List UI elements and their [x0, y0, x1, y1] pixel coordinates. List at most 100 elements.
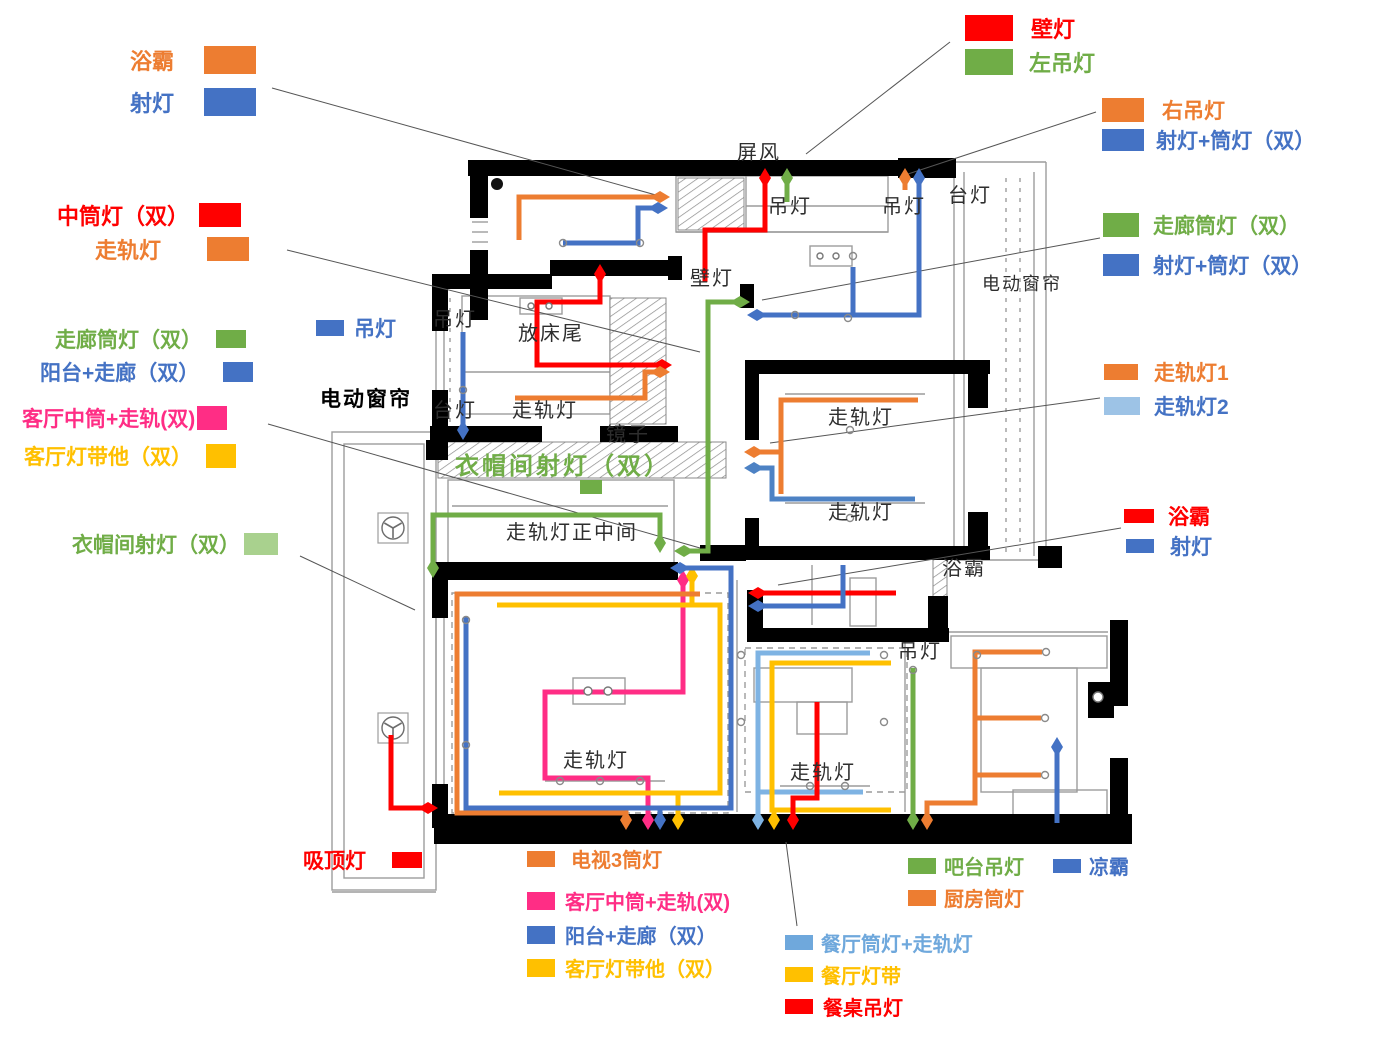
wire-run — [924, 649, 1042, 820]
wire-endpoint-diamond — [594, 264, 606, 284]
leader-line — [761, 237, 1101, 301]
switch-contact-dot — [603, 686, 613, 696]
junction-dot — [555, 776, 565, 786]
wire-endpoint-diamond — [748, 587, 768, 599]
leader-line — [271, 87, 664, 198]
legend-label: 浴霸 — [1168, 506, 1210, 529]
wire-endpoint-diamond — [787, 810, 799, 830]
junction-dot — [972, 650, 982, 660]
wire-run — [662, 565, 734, 811]
wall-segment — [1110, 758, 1128, 830]
switch-contact-dot — [1092, 691, 1104, 703]
leader-line — [769, 397, 1101, 444]
legend-color-swatch — [207, 237, 250, 261]
legend-label: 射灯 — [1170, 536, 1212, 559]
legend-label: 射灯+筒灯（双） — [1156, 130, 1316, 153]
wire-run — [754, 465, 915, 502]
hatched-cabinet — [437, 441, 727, 479]
wall-segment — [432, 274, 552, 289]
legend-label: 餐厅灯带 — [821, 966, 901, 988]
junction-dot — [736, 650, 746, 660]
legend-item: 浴霸 — [1124, 501, 1210, 531]
wire-endpoint-diamond — [427, 558, 439, 578]
room-label: 电动窗帘 — [320, 388, 412, 411]
legend-color-swatch — [527, 958, 555, 977]
legend-label: 左吊灯 — [1029, 51, 1096, 76]
wire-endpoint-diamond — [768, 810, 780, 830]
legend-color-swatch — [392, 852, 422, 868]
wire-run — [463, 617, 663, 820]
legend-item: 吸顶灯 — [303, 845, 422, 875]
wire-endpoint-diamond — [907, 810, 919, 830]
furniture-outline — [796, 701, 848, 735]
legend-color-swatch — [1103, 254, 1139, 276]
room-label: 台灯 — [433, 400, 477, 422]
junction-dot — [595, 776, 605, 786]
hatched-cabinet — [609, 297, 667, 425]
switch-contact-dot — [527, 302, 535, 310]
legend-item: 射灯 — [130, 86, 257, 118]
hatched-fixtures — [377, 177, 948, 744]
room-label: 吊灯 — [898, 641, 942, 663]
wire-endpoint-diamond — [899, 168, 911, 188]
legend-color-swatch — [204, 46, 257, 74]
legend-label: 右吊灯 — [1162, 100, 1225, 123]
furniture-outline — [849, 577, 877, 627]
wire-endpoint-diamond — [921, 810, 933, 830]
junction-dot — [1040, 770, 1050, 780]
wire-run — [758, 565, 846, 609]
legend-label: 客厅中筒+走轨(双) — [22, 408, 196, 431]
junction-dot — [908, 665, 918, 675]
legend-color-swatch — [785, 967, 813, 982]
wire-endpoint-diamond — [686, 566, 698, 586]
legend-color-swatch — [1126, 539, 1154, 553]
legend-label: 吧台吊灯 — [944, 857, 1024, 879]
ceiling-fan-icon — [377, 512, 409, 544]
junction-dot — [461, 615, 471, 625]
legend-color-swatch — [1104, 397, 1140, 415]
junction-dot — [879, 650, 889, 660]
furniture-outline — [343, 443, 425, 879]
wire-run — [702, 178, 768, 282]
wall-segment — [432, 562, 448, 618]
room-label: 走轨灯 — [512, 400, 578, 422]
legend-item: 射灯+筒灯（双） — [1103, 250, 1312, 280]
wire-run — [388, 735, 428, 811]
legend-label: 客厅中筒+走轨(双) — [565, 892, 730, 914]
legend-item: 阳台+走廊（双） — [527, 920, 717, 949]
legend-item: 客厅中筒+走轨(双) — [22, 403, 228, 433]
room-label: 吊灯 — [882, 196, 926, 218]
wall-segment — [430, 426, 542, 442]
wall-segment — [1038, 546, 1062, 568]
room-label: 走轨灯 — [790, 762, 856, 784]
legend-color-swatch — [527, 891, 555, 910]
wire-run — [684, 299, 740, 554]
legend-color-swatch — [199, 203, 242, 227]
legend-label: 衣帽间射灯（双） — [72, 534, 240, 557]
legend-label: 餐厅筒灯+走轨灯 — [821, 934, 973, 956]
wire-run — [563, 205, 658, 246]
wire-endpoint-diamond — [654, 533, 666, 553]
leader-line — [286, 249, 701, 353]
wire-endpoint-diamond — [418, 802, 438, 814]
wire-run — [497, 602, 723, 796]
room-label: 吊灯 — [768, 196, 812, 218]
legend-label: 电视3筒灯 — [571, 850, 663, 872]
legend-item: 餐厅灯带 — [785, 960, 901, 989]
wardrobe-spotlight-marker — [580, 480, 602, 494]
wire-endpoint-diamond — [457, 420, 469, 440]
legend-item: 走轨灯2 — [1104, 391, 1229, 421]
junction-dot — [461, 740, 471, 750]
wall-segment — [432, 289, 448, 331]
wire-endpoint-diamond — [759, 168, 771, 188]
leader-line — [907, 111, 1097, 175]
wire-endpoint-diamond — [677, 570, 689, 590]
junction-dot — [458, 385, 468, 395]
wire-endpoint-diamond — [620, 810, 632, 830]
wall-segment — [668, 256, 682, 280]
legend-item: 走廊筒灯（双） — [55, 324, 246, 354]
legend-label: 射灯 — [130, 91, 175, 116]
legend-label: 吊灯 — [354, 318, 396, 341]
legend-item: 中筒灯（双） — [57, 199, 242, 231]
wire-run — [757, 178, 922, 318]
